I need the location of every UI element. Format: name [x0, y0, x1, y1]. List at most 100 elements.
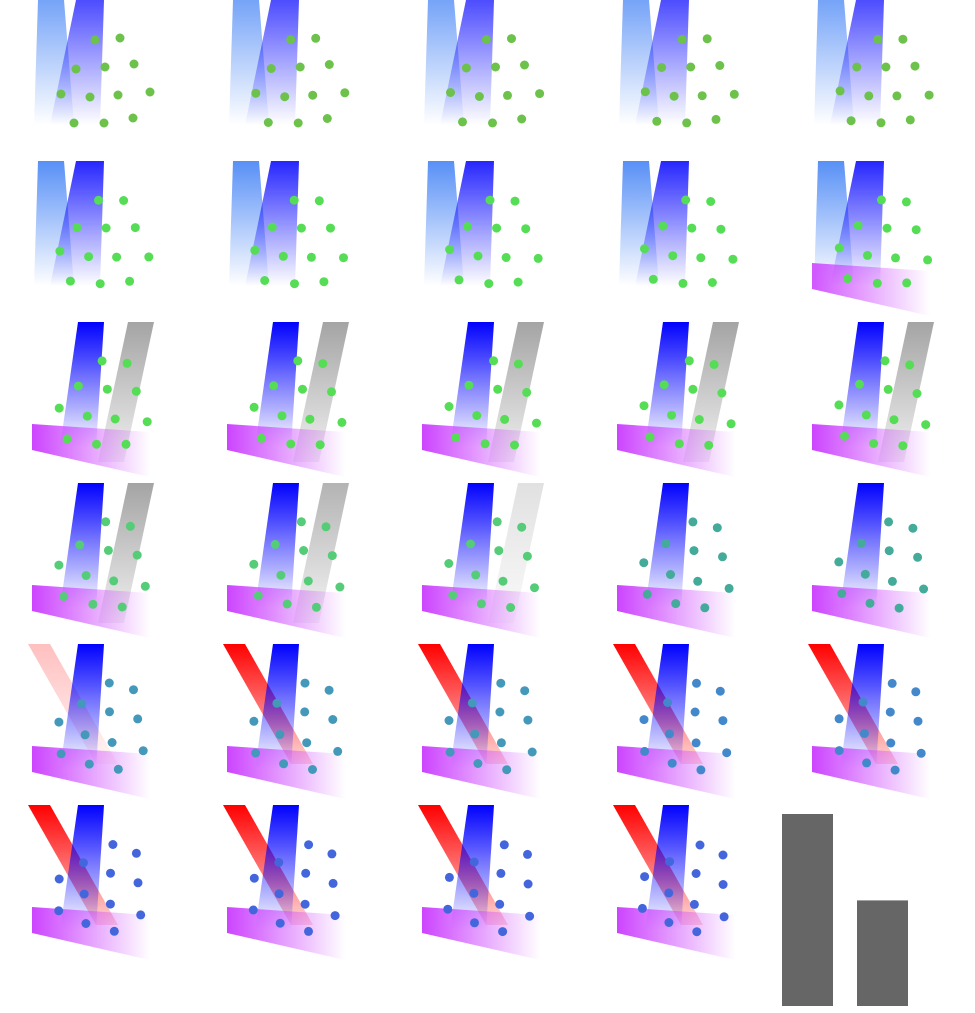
- scatter-dot: [640, 87, 650, 97]
- scatter-dot: [129, 685, 138, 695]
- blue-band: [450, 805, 494, 930]
- scatter-dot: [122, 358, 132, 368]
- scatter-dot: [639, 558, 649, 568]
- scatter-dot: [901, 197, 911, 207]
- scatter-dot: [260, 276, 270, 285]
- scatter-dot: [484, 279, 494, 289]
- scatter-dot: [834, 714, 844, 724]
- magenta-band: [617, 585, 735, 638]
- scatter-dot: [911, 687, 921, 697]
- scatter-dot: [843, 274, 853, 284]
- gray-band: [293, 322, 349, 462]
- scatter-dot: [506, 603, 516, 612]
- scatter-dot: [860, 569, 870, 579]
- scatter-dot: [480, 439, 490, 449]
- frame-tile: [34, 0, 155, 128]
- scatter-dot: [55, 246, 65, 256]
- scatter-dot: [105, 707, 114, 717]
- scatter-dot: [100, 62, 110, 72]
- scatter-dot: [902, 278, 912, 288]
- scatter-dot: [502, 765, 512, 775]
- scatter-dot: [665, 857, 675, 867]
- scatter-dot: [724, 583, 734, 593]
- frame-tile: [32, 322, 154, 477]
- scatter-dot: [256, 433, 266, 443]
- scatter-dot: [322, 114, 332, 123]
- scatter-dot: [274, 889, 284, 899]
- scatter-dot: [308, 90, 318, 100]
- frame-tile: [812, 483, 930, 638]
- scatter-dot: [882, 223, 892, 233]
- scatter-dot: [92, 439, 101, 449]
- scatter-dot: [522, 551, 532, 561]
- frame-tile: [223, 644, 345, 799]
- scatter-dot: [722, 748, 732, 758]
- scatter-dot: [121, 439, 131, 449]
- scatter-dot: [54, 906, 64, 916]
- frame-tile: [229, 0, 350, 128]
- scatter-dot: [65, 276, 75, 286]
- magenta-band: [422, 585, 540, 638]
- scatter-dot: [916, 748, 926, 758]
- scatter-dot: [872, 278, 882, 288]
- gray-band: [98, 322, 154, 462]
- scatter-dot: [709, 360, 719, 369]
- scatter-dot: [494, 546, 504, 556]
- scatter-dot: [853, 221, 863, 231]
- scatter-dot: [640, 872, 650, 882]
- scatter-dot: [308, 765, 317, 774]
- gray-band: [293, 483, 349, 623]
- frame-tile: [32, 483, 154, 638]
- scatter-dot: [99, 118, 109, 128]
- scatter-dot: [913, 552, 923, 562]
- scatter-dot: [894, 603, 904, 613]
- scatter-dot: [704, 440, 714, 450]
- scatter-dot: [54, 403, 64, 413]
- scatter-dot: [444, 872, 454, 882]
- scatter-dot: [645, 432, 655, 442]
- frame-tile: [28, 644, 150, 799]
- scatter-dot: [251, 88, 261, 98]
- scatter-dot: [495, 707, 505, 717]
- scatter-dot: [296, 223, 306, 233]
- scatter-dot: [314, 196, 324, 206]
- scatter-dot: [145, 87, 155, 97]
- scatter-dot: [286, 35, 296, 45]
- scatter-dot: [301, 868, 311, 878]
- scatter-dot: [335, 582, 345, 592]
- scatter-dot: [266, 64, 276, 73]
- scatter-dot: [869, 439, 879, 448]
- scatter-dot: [855, 379, 864, 389]
- scatter-dot: [693, 576, 703, 586]
- scatter-dot: [458, 117, 467, 127]
- scatter-dot: [856, 538, 866, 548]
- magenta-band: [32, 907, 150, 960]
- magenta-band: [812, 746, 930, 799]
- scatter-dot: [652, 116, 662, 126]
- scatter-dot: [274, 857, 284, 867]
- scatter-dot: [78, 858, 88, 868]
- scatter-dot: [306, 252, 316, 262]
- scatter-dot: [659, 380, 669, 390]
- scatter-dot: [689, 899, 699, 909]
- scatter-dot: [110, 414, 120, 424]
- scatter-dot: [82, 411, 92, 421]
- magenta-band: [227, 746, 345, 799]
- scatter-dot: [311, 33, 321, 43]
- scatter-dot: [267, 222, 277, 232]
- frame-tile: [34, 161, 154, 289]
- scatter-dot: [101, 517, 111, 527]
- scatter-dot: [694, 415, 704, 424]
- scatter-dot: [712, 523, 722, 533]
- scatter-dot: [507, 34, 516, 44]
- scatter-dot: [77, 699, 86, 709]
- scatter-dot: [667, 410, 677, 420]
- scatter-dot: [684, 356, 694, 366]
- scatter-dot: [501, 253, 511, 262]
- scatter-dot: [707, 278, 717, 287]
- scatter-dot: [717, 388, 727, 398]
- scatter-dot: [689, 546, 699, 556]
- magenta-band: [227, 907, 345, 960]
- bar: [782, 814, 833, 1006]
- scatter-dot: [535, 89, 545, 99]
